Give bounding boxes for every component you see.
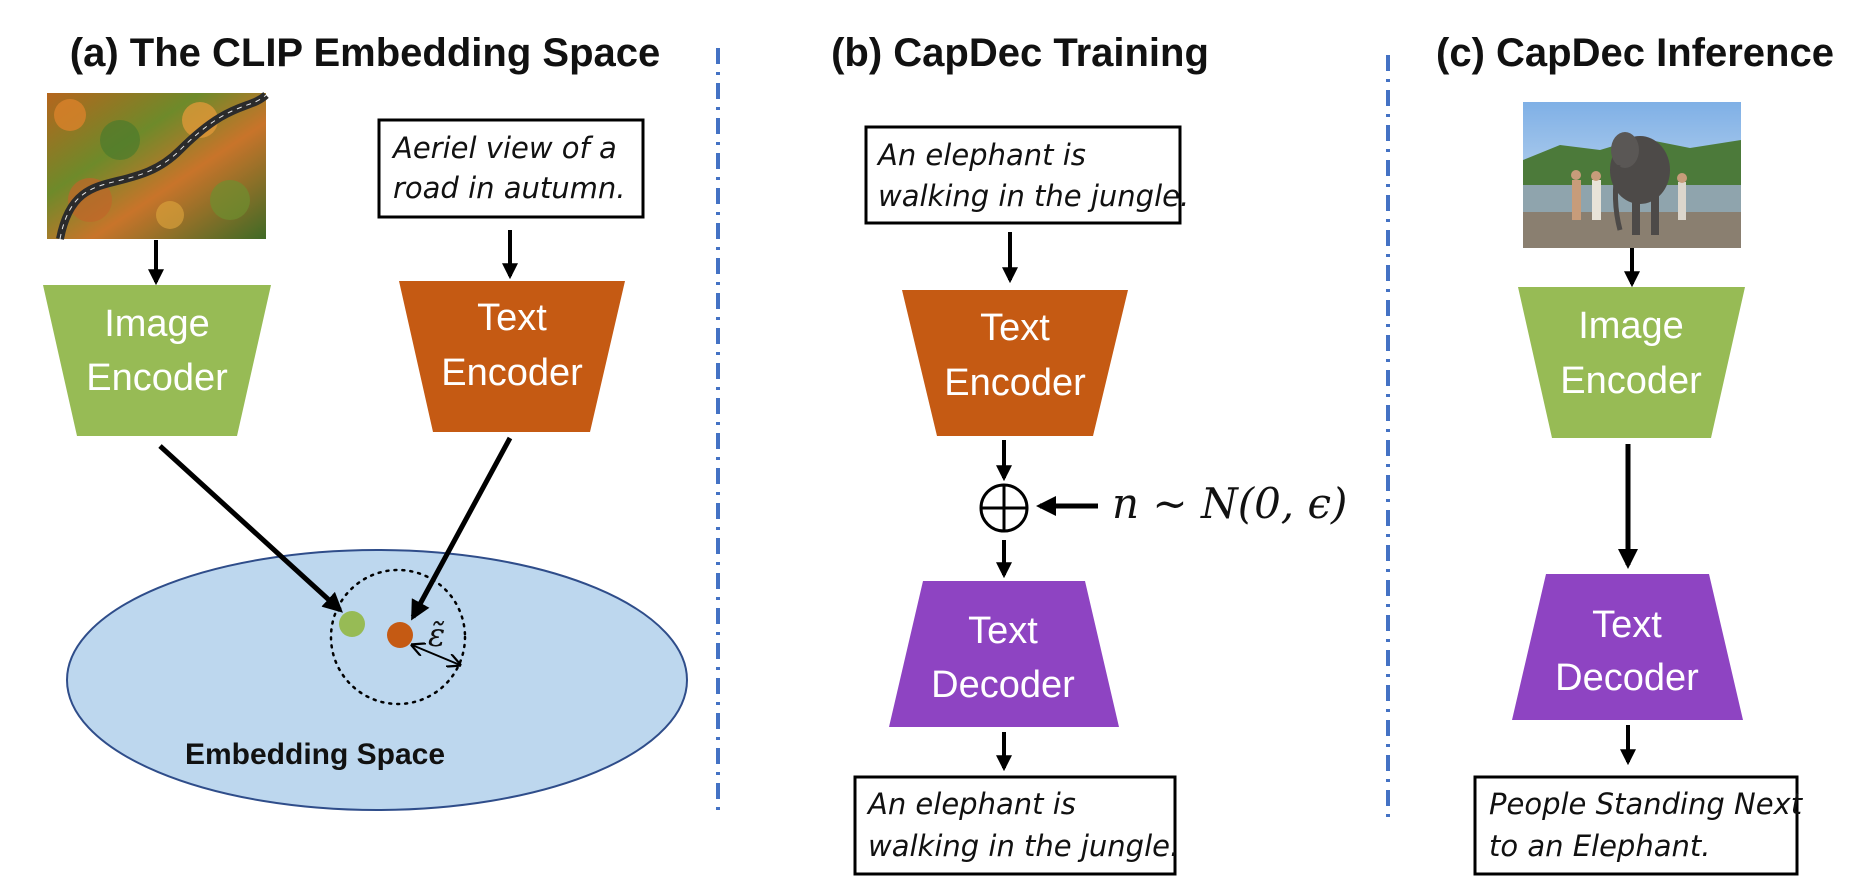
text-decoder-c-line1: Text xyxy=(1592,604,1662,646)
image-embedding-point xyxy=(339,611,365,637)
panel-b-title: (b) CapDec Training xyxy=(831,31,1209,75)
caption-a-line2: road in autumn. xyxy=(393,171,625,205)
elephant-photo xyxy=(1523,102,1741,248)
arrow-image-encoder-to-space xyxy=(158,444,343,613)
image-encoder-c-line2: Encoder xyxy=(1560,360,1702,402)
output-caption-box-c: People Standing Next to an Elephant. xyxy=(1473,775,1804,876)
panel-c: (c) CapDec Inference Image Encoder xyxy=(1436,31,1834,876)
output-caption-b-line1: An elephant is xyxy=(866,787,1076,821)
text-decoder-c: Text Decoder xyxy=(1512,574,1743,720)
autumn-road-photo xyxy=(47,91,269,240)
embedding-space-label: Embedding Space xyxy=(185,738,445,771)
panel-b: (b) CapDec Training An elephant is walki… xyxy=(831,31,1347,876)
input-caption-b-line1: An elephant is xyxy=(876,138,1086,172)
panel-c-title: (c) CapDec Inference xyxy=(1436,31,1834,75)
image-encoder-a-line1: Image xyxy=(104,303,210,345)
text-decoder-b-line1: Text xyxy=(968,610,1038,652)
input-caption-b-line2: walking in the jungle. xyxy=(878,179,1189,213)
image-encoder-c: Image Encoder xyxy=(1518,287,1745,438)
image-encoder-a-line2: Encoder xyxy=(86,357,228,399)
panel-a: (a) The CLIP Embedding Space Aeriel view… xyxy=(43,31,688,811)
text-encoder-a-line2: Encoder xyxy=(441,352,583,394)
panel-a-title: (a) The CLIP Embedding Space xyxy=(70,31,660,75)
text-decoder-b: Text Decoder xyxy=(889,581,1119,727)
caption-a-line1: Aeriel view of a xyxy=(391,131,617,165)
text-encoder-b: Text Encoder xyxy=(902,290,1128,436)
text-encoder-b-line1: Text xyxy=(980,307,1050,349)
output-caption-box-b: An elephant is walking in the jungle. xyxy=(853,775,1179,876)
epsilon-radius-arrow xyxy=(412,645,460,665)
output-caption-b-line2: walking in the jungle. xyxy=(868,829,1179,863)
embedding-neighborhood-circle xyxy=(329,568,467,706)
output-caption-c-line1: People Standing Next xyxy=(1489,787,1804,821)
noise-label: n ~ N(0, ϵ) xyxy=(1112,479,1347,528)
output-caption-c-line2: to an Elephant. xyxy=(1489,829,1710,863)
epsilon-label: ε̃ xyxy=(428,616,445,654)
arrow-text-encoder-to-space xyxy=(410,436,513,621)
circled-plus-icon xyxy=(979,483,1029,533)
input-caption-box-b: An elephant is walking in the jungle. xyxy=(864,125,1189,225)
image-encoder-c-line1: Image xyxy=(1578,305,1684,347)
text-encoder-a: Text Encoder xyxy=(399,281,625,432)
caption-box-a: Aeriel view of a road in autumn. xyxy=(377,118,645,219)
embedding-space-ellipse xyxy=(66,549,688,811)
text-embedding-point xyxy=(387,622,413,648)
text-decoder-b-line2: Decoder xyxy=(931,664,1075,706)
text-encoder-b-line2: Encoder xyxy=(944,362,1086,404)
text-decoder-c-line2: Decoder xyxy=(1555,657,1699,699)
image-encoder-a: Image Encoder xyxy=(43,285,271,436)
text-encoder-a-line1: Text xyxy=(477,297,547,339)
